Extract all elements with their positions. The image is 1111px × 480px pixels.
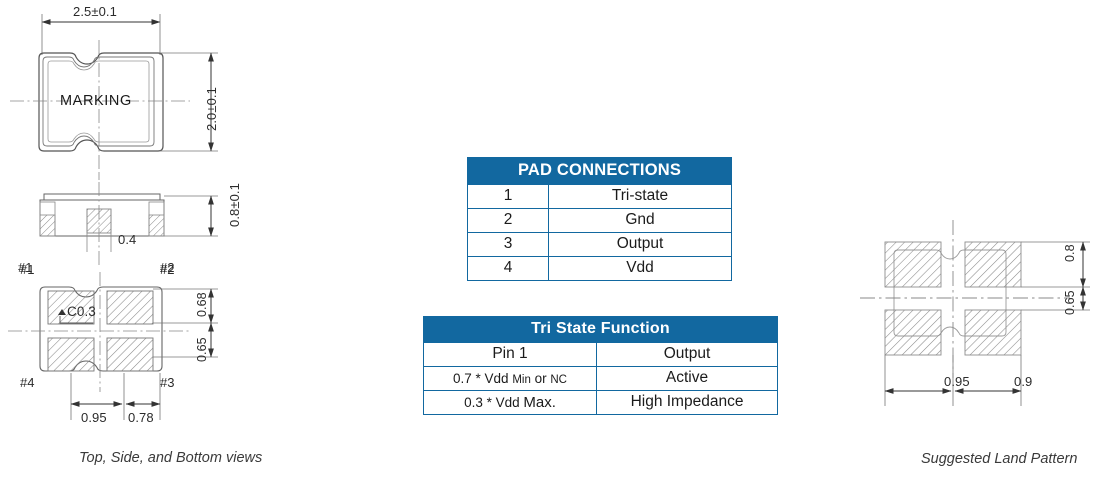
bottom-view-x1-dim: 0.95 xyxy=(81,410,107,425)
pad-connections-title: PAD CONNECTIONS xyxy=(467,157,732,185)
table-row: 4 Vdd xyxy=(467,256,732,281)
table-row: Pin 1 Output xyxy=(423,342,778,367)
side-view-height-dim: 0.8±0.1 xyxy=(227,183,242,227)
side-view-pin-1-label: #1 xyxy=(18,260,33,275)
bottom-view-pin-4-label: #4 xyxy=(20,375,35,390)
pad-connections-header-row: PAD CONNECTIONS xyxy=(467,157,732,185)
table-row: 0.7 * Vdd Min or NC Active xyxy=(423,366,778,391)
bottom-view-pin-1-label: #1 xyxy=(20,262,35,277)
bottom-view-x2-dim: 0.78 xyxy=(128,410,154,425)
tri-state-col-header-right: Output xyxy=(596,342,778,367)
bottom-view-pad-height-dim: 0.68 xyxy=(195,292,209,317)
tri-state-title: Tri State Function xyxy=(423,316,778,343)
tri-state-condition-active-mid: or xyxy=(530,370,551,386)
pad-pin-4: 4 xyxy=(467,256,549,281)
side-view-group xyxy=(39,172,218,268)
tri-state-condition-active: 0.7 * Vdd Min or NC xyxy=(423,366,597,391)
land-pattern-pad-gap-dim: 0.65 xyxy=(1063,290,1077,315)
pad-connections-table: PAD CONNECTIONS 1 Tri-state 2 Gnd 3 Outp… xyxy=(467,157,732,281)
tri-state-condition-hiz-main: 0.3 * Vdd xyxy=(464,394,524,410)
side-view-center-dim: 0.4 xyxy=(118,232,137,247)
top-view-width-dim: 2.5±0.1 xyxy=(73,4,117,19)
tri-state-condition-active-main: 0.7 * Vdd xyxy=(453,370,513,386)
land-pattern-x2-dim: 0.9 xyxy=(1014,374,1033,389)
tri-state-condition-hiz-sub1: Max. xyxy=(523,393,556,411)
top-view-group xyxy=(10,14,218,172)
tri-state-col-header-left: Pin 1 xyxy=(423,342,597,367)
table-row: 1 Tri-state xyxy=(467,184,732,209)
table-row: 2 Gnd xyxy=(467,208,732,233)
pad-function-4: Vdd xyxy=(548,256,732,281)
bottom-view-pin-3-label: #3 xyxy=(160,375,175,390)
table-row: 0.3 * Vdd Max. High Impedance xyxy=(423,390,778,415)
top-view-height-dim: 2.0±0.1 xyxy=(204,87,219,131)
tri-state-output-hiz: High Impedance xyxy=(596,390,778,415)
bottom-view-pin-2-label: #2 xyxy=(160,262,175,277)
bottom-view-group xyxy=(8,272,218,420)
side-view-pin-2-label: #2 xyxy=(160,260,175,275)
tri-state-header-row: Tri State Function xyxy=(423,316,778,343)
marking-label: MARKING xyxy=(60,93,132,109)
pad-pin-1: 1 xyxy=(467,184,549,209)
chamfer-label: C0.3 xyxy=(67,304,96,319)
tri-state-output-active: Active xyxy=(596,366,778,391)
pad-pin-2: 2 xyxy=(467,208,549,233)
pad-function-2: Gnd xyxy=(548,208,732,233)
tri-state-condition-active-sub1: Min xyxy=(512,373,531,386)
right-drawing-caption: Suggested Land Pattern xyxy=(921,451,1078,467)
tri-state-condition-active-sub2: NC xyxy=(550,373,567,386)
land-pattern-svg xyxy=(860,220,1090,406)
left-drawings-svg xyxy=(8,14,218,420)
bottom-view-pad-gap-dim: 0.65 xyxy=(195,337,209,362)
pad-function-3: Output xyxy=(548,232,732,257)
pad-pin-3: 3 xyxy=(467,232,549,257)
land-pattern-x1-dim: 0.95 xyxy=(944,374,970,389)
table-row: 3 Output xyxy=(467,232,732,257)
left-drawing-caption: Top, Side, and Bottom views xyxy=(79,450,263,466)
land-pattern-pad-height-dim: 0.8 xyxy=(1063,244,1077,262)
tri-state-function-table: Tri State Function Pin 1 Output 0.7 * Vd… xyxy=(423,316,778,415)
tri-state-condition-hiz: 0.3 * Vdd Max. xyxy=(423,390,597,415)
pad-function-1: Tri-state xyxy=(548,184,732,209)
